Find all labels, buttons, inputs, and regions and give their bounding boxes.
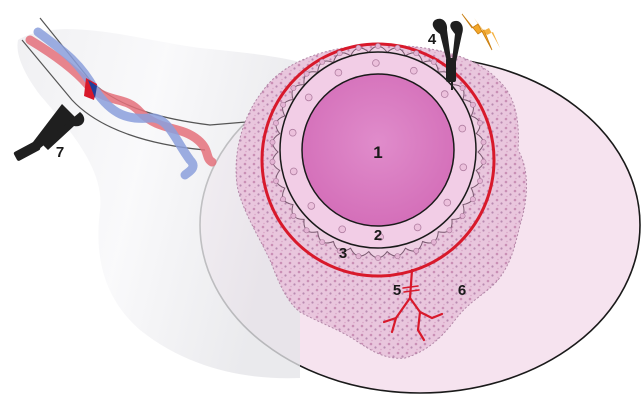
trophoblast-cell [273,120,278,125]
trophoblast-cell [304,71,309,76]
trophoblast-cell [320,240,325,245]
chorion-cell [441,91,448,98]
chorion-cell [373,60,380,67]
trophoblast-cell [304,228,309,233]
chorion-cell [460,164,467,171]
trophoblast-cell [291,86,296,91]
trophoblast-cell [281,102,286,107]
chorion-cell [308,203,315,210]
label-4: 4 [428,31,437,48]
trophoblast-cell [460,86,465,91]
trophoblast-cell [477,120,482,125]
trophoblast-cell [481,140,486,145]
chorion-cell [335,69,342,76]
chorion-cell [414,224,421,231]
trophoblast-cell [470,197,475,202]
chorion-cell [459,125,466,132]
trophoblast-cell [356,45,361,50]
trophoblast-cell [320,59,325,64]
trophoblast-cell [270,159,275,164]
label-2: 2 [374,227,382,244]
trophoblast-cell [281,197,286,202]
trophoblast-cell [270,140,275,145]
chorion-cell [410,67,417,74]
trophoblast-cell [395,45,400,50]
label-3: 3 [339,245,347,262]
trophoblast-cell [273,178,278,183]
label-1: 1 [373,143,382,162]
trophoblast-cell [460,213,465,218]
trophoblast-cell [481,159,486,164]
trophoblast-cell [375,255,380,260]
trophoblast-cell [431,59,436,64]
trophoblast-cell [414,51,419,56]
trophoblast-cell [356,254,361,259]
trophoblast-cell [291,213,296,218]
trophoblast-cell [447,228,452,233]
trophoblast-cell [477,178,482,183]
chorion-cell [290,168,297,175]
trophoblast-cell [470,102,475,107]
chorion-cell [444,199,451,206]
trophoblast-cell [375,43,380,48]
label-6: 6 [458,282,466,299]
trophoblast-cell [337,51,342,56]
chorion-cell [339,226,346,233]
chorion-cell [289,129,296,136]
trophoblast-cell [431,240,436,245]
label-5: 5 [393,282,401,299]
trophoblast-cell [395,254,400,259]
trophoblast-cell [414,248,419,253]
label-7: 7 [56,144,64,161]
chorion-cell [305,94,312,101]
